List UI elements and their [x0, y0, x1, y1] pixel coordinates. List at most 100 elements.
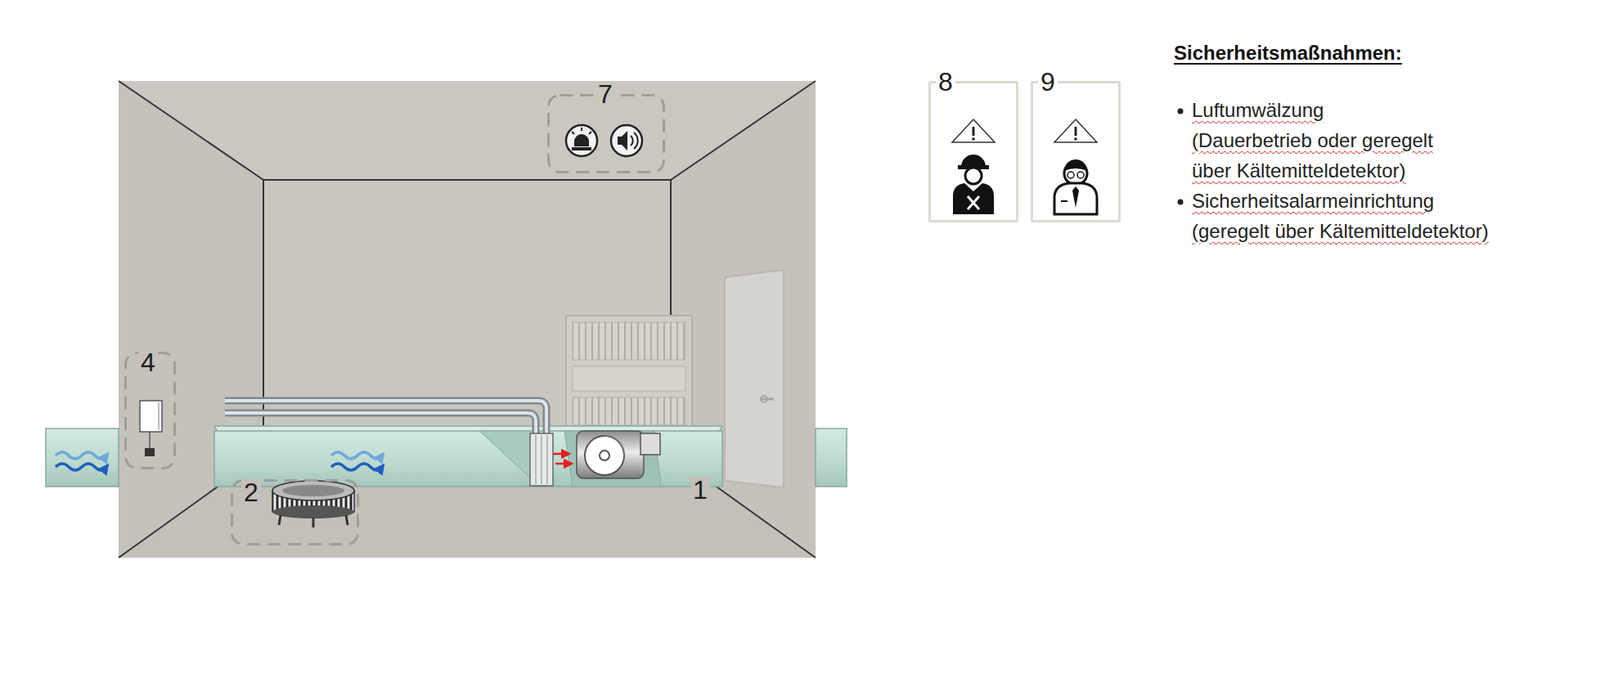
technician-icon	[952, 119, 995, 215]
alarm-icons-part	[630, 135, 634, 146]
room	[118, 80, 816, 558]
refrigerant-pipes-part	[224, 400, 547, 483]
callout-number: 9	[1038, 68, 1058, 95]
refrigerant-detector-part	[157, 402, 160, 431]
evaporator-coil-part	[541, 435, 543, 485]
floor-fan-part	[272, 505, 355, 519]
floor-fan	[272, 480, 355, 528]
evaporator-coil-part	[535, 435, 537, 485]
manager-icon	[1054, 119, 1097, 215]
callout-box: 4	[124, 351, 176, 470]
bullet-dot-part	[1177, 199, 1184, 206]
blower-fan-part	[576, 431, 644, 479]
technician-icon-part	[967, 196, 980, 210]
evaporator-coil-part	[547, 435, 549, 485]
manager-icon-part	[1064, 159, 1088, 171]
blower-fan-part	[599, 450, 610, 461]
refrigerant-detector-part	[139, 400, 162, 432]
cabinet-part	[566, 315, 693, 429]
alarm-icons-part	[617, 130, 628, 151]
alarm-icons-part	[571, 131, 575, 135]
callout-number: 7	[595, 80, 616, 108]
room-part	[118, 80, 264, 180]
refrigerant-pipes-part	[224, 413, 536, 483]
refrigerant-pipes	[224, 400, 547, 483]
pictogram-card: 9	[1030, 80, 1121, 223]
manager-icon-part	[1077, 171, 1084, 179]
callout-number: 4	[138, 349, 158, 376]
cabinet	[566, 315, 693, 429]
airflow-arrow-part	[552, 453, 570, 456]
alarm-icons-part	[611, 125, 643, 157]
manager-icon-part	[1072, 186, 1079, 208]
floor-fan-part	[282, 485, 345, 497]
cabinet-part	[572, 322, 686, 360]
technician-icon-part	[971, 137, 976, 141]
manager-icon-part	[1054, 183, 1097, 215]
door	[724, 269, 784, 488]
bullet-title: Sicherheitsalarmeinrichtung	[1191, 185, 1434, 216]
door-part	[724, 269, 784, 488]
alarm-icons	[566, 125, 643, 157]
air-duct-part	[564, 431, 661, 487]
manager-icon-part	[1074, 126, 1078, 136]
air-duct-part	[214, 431, 723, 487]
callout-number: 1	[690, 476, 711, 504]
alarm-icons-part	[580, 127, 583, 131]
blower-fan-part	[604, 435, 625, 456]
technician-icon-part	[952, 119, 995, 143]
bullet-dot-part	[1177, 108, 1184, 115]
airflow-arrow-part	[555, 462, 572, 466]
refrigerant-detector-part	[148, 431, 151, 449]
air-duct	[45, 426, 847, 487]
cabinet-part	[572, 397, 686, 426]
alarm-icons-part	[571, 147, 592, 151]
airflow-arrow-part	[55, 452, 107, 459]
floor-fan-part	[272, 480, 355, 501]
airflow-arrow-part	[55, 463, 107, 471]
manager-icon-part	[1054, 119, 1097, 143]
blower-fan-part	[584, 435, 625, 476]
technician-icon-part	[965, 167, 982, 185]
airflow-arrow-part	[331, 452, 383, 459]
manager-icon-part	[1060, 200, 1068, 203]
callout-number: 8	[935, 68, 956, 95]
evaporator-coil-part	[530, 433, 553, 486]
cabinet-part	[572, 366, 686, 392]
manager-icon-part	[1067, 171, 1075, 179]
blower-fan-part	[640, 433, 661, 455]
technician-icon-part	[967, 196, 980, 210]
heading: Sicherheitsmaßnahmen:	[1173, 40, 1403, 66]
technician-icon-part	[961, 154, 986, 167]
callout-number: 2	[241, 479, 261, 506]
alarm-icons-part	[574, 134, 589, 147]
floor-fan-part	[346, 515, 348, 526]
manager-icon-part	[1074, 137, 1078, 141]
door-part	[760, 395, 768, 403]
refrigerant-detector-part	[144, 448, 155, 457]
bullet-dot	[1177, 108, 1184, 206]
refrigerant-pipes-part	[224, 400, 547, 483]
callout-box: 7	[547, 94, 666, 174]
alarm-icons-part	[588, 131, 592, 135]
technician-icon-part	[972, 126, 976, 136]
air-duct-part	[45, 428, 119, 487]
technician-icon-part	[952, 183, 994, 215]
floor-fan-part	[312, 517, 315, 528]
room-part	[118, 80, 264, 558]
alarm-icons-part	[566, 125, 598, 157]
floor-fan-part	[278, 515, 281, 526]
bullet-text: (geregelt über Kältemitteldetektor)	[1191, 215, 1585, 247]
evaporator-coil	[530, 433, 553, 486]
air-duct-part	[815, 428, 847, 487]
blower-fan	[576, 431, 661, 479]
bullet-text: (Dauerbetrieb oder geregelt über Kältemi…	[1191, 125, 1456, 186]
pictogram-card: 8	[928, 80, 1019, 223]
bullet-title: Luftumwälzung	[1191, 94, 1324, 126]
room-part	[670, 80, 816, 180]
refrigerant-detector	[139, 400, 162, 457]
airflow-arrow-part	[331, 463, 383, 471]
callout-box: 2	[230, 479, 360, 546]
